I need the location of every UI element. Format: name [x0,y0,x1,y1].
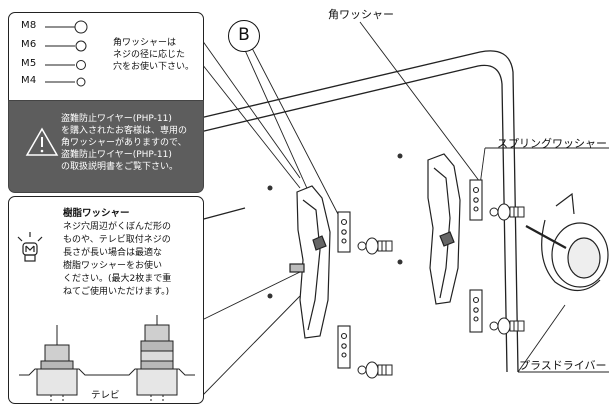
tv-label: テレビ [91,390,120,401]
resin-line-1: ネジ穴周辺がくぼんだ形の [63,222,172,232]
size-m6: M6 [21,39,37,50]
right-square-washer-bottom [469,289,483,333]
resin-washer-text: ネジ穴周辺がくぼんだ形の ものや、テレビ取付ネジの 長さが長い場合は最適な 樹脂… [63,221,171,299]
lightbulb-icon [17,232,43,262]
screw-left-bottom [365,361,393,379]
screw-right-top [497,203,525,221]
note-line-1: 角ワッシャーは [113,38,177,48]
resin-line-3: 長さが長い場合は最適な [63,248,163,258]
marker-b: B [228,20,260,52]
left-square-washer-bottom [337,325,351,369]
square-washer-label: 角ワッシャー [328,8,394,21]
screw-right-bottom [497,317,525,335]
left-bracket [289,185,331,339]
screwdriver-illustration [525,192,609,292]
warning-line-4: 盗難防止ワイヤー(PHP-11) [61,150,172,160]
resin-line-6: ねてご使用いただけます。) [63,287,170,297]
spring-washers [357,207,499,375]
warning-icon [25,127,59,156]
right-bracket [427,153,461,305]
screw-left-top [365,237,393,255]
spring-washer-label: スプリングワッシャー [497,137,607,150]
small-studs [267,153,403,299]
warning-line-3: 角ワッシャーがありますので、 [61,138,187,148]
left-square-washer-top [337,211,351,253]
hole-size-note: 角ワッシャーは ネジの径に応じた 穴をお使い下さい。 [113,37,194,73]
size-m5: M5 [21,58,37,69]
right-square-washer-top [469,179,483,221]
resin-line-5: ください。(最大2枚まで重 [63,274,172,284]
screwdriver-label: プラスドライバー [519,359,607,372]
resin-line-4: 樹脂ワッシャーをお使い [63,261,163,271]
warning-line-1: 盗難防止ワイヤー(PHP-11) [61,114,172,124]
resin-washer-title: 樹脂ワッシャー [63,208,130,219]
warning-line-5: の取扱説明書をご覧下さい。 [61,162,179,172]
note-line-3: 穴をお使い下さい。 [113,62,195,72]
warning-panel: 盗難防止ワイヤー(PHP-11) を購入されたお客様は、専用の 角ワッシャーがあ… [8,100,204,193]
leader-lines [201,21,609,397]
tv-back-panel [199,50,519,373]
warning-text: 盗難防止ワイヤー(PHP-11) を購入されたお客様は、専用の 角ワッシャーがあ… [61,113,187,173]
warning-line-2: を購入されたお客様は、専用の [61,126,188,136]
resin-washer-illustration [19,315,195,401]
size-m8: M8 [21,20,37,31]
size-m4: M4 [21,75,37,86]
resin-washer-panel: 樹脂ワッシャー ネジ穴周辺がくぼんだ形の ものや、テレビ取付ネジの 長さが長い場… [8,196,204,404]
hole-sizes-panel: M8 M6 M5 M4 角ワッシャーは ネジの径に応じた 穴をお使い下さい。 [8,12,204,111]
note-line-2: ネジの径に応じた [113,50,186,60]
screws [365,203,525,379]
resin-line-2: ものや、テレビ取付ネジの [63,235,171,245]
hole-sizes-diagram [45,20,88,87]
